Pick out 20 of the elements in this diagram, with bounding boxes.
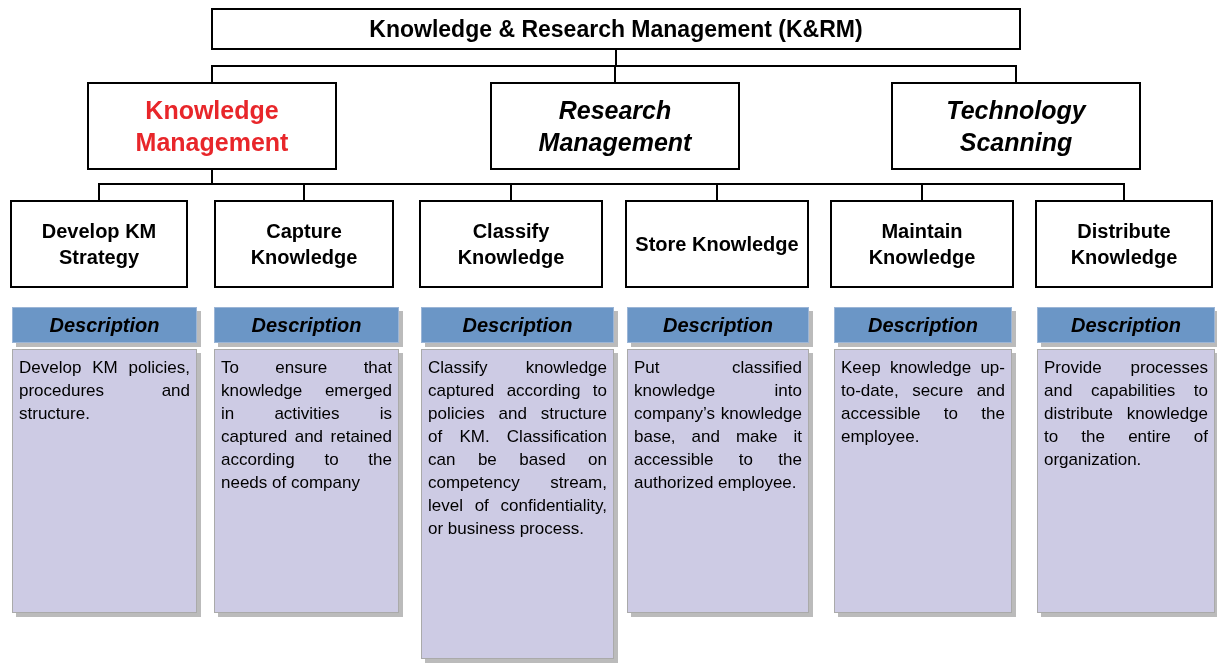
- box-label: Store Knowledge: [635, 232, 799, 257]
- category-box: [490, 82, 740, 170]
- activity-box: [625, 200, 809, 288]
- title-text: Knowledge & Research Management (K&RM): [369, 15, 863, 43]
- title-box: [211, 8, 1021, 50]
- activity-box: [1035, 200, 1213, 288]
- box-label: Maintain Knowledge: [867, 219, 977, 270]
- activity-box: [10, 200, 188, 288]
- box-label: Develop KM Strategy: [40, 219, 158, 270]
- box-label: Research Management: [537, 94, 693, 158]
- box-label: Capture Knowledge: [249, 219, 359, 270]
- category-box: [891, 82, 1141, 170]
- activity-box: [419, 200, 603, 288]
- activity-box: [214, 200, 394, 288]
- activity-box: [830, 200, 1014, 288]
- category-box: [87, 82, 337, 170]
- box-label: Technology Scanning: [945, 94, 1088, 158]
- box-label: Distribute Knowledge: [1069, 219, 1179, 270]
- box-label: Classify Knowledge: [456, 219, 566, 270]
- box-label: Knowledge Management: [134, 94, 290, 158]
